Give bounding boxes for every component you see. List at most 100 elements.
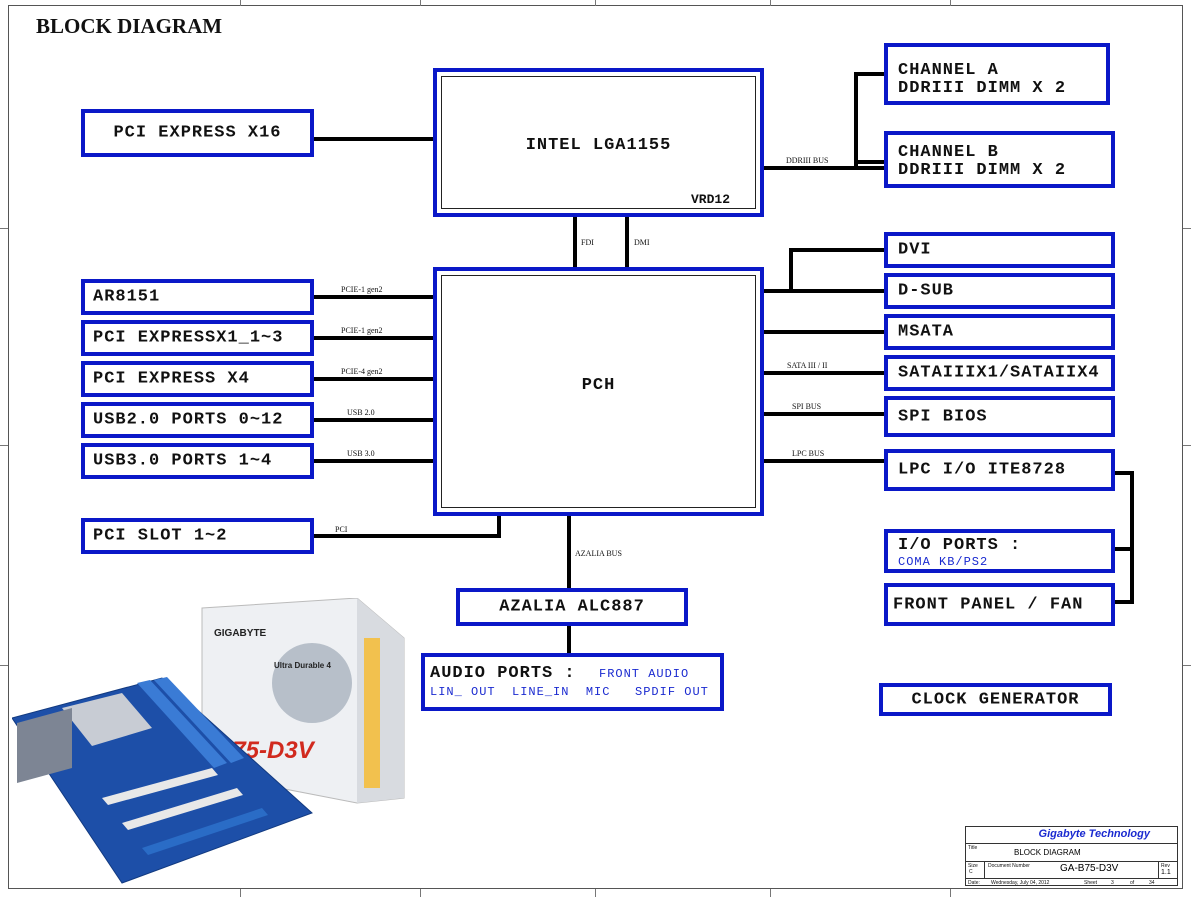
channel-b-box: CHANNEL B DDRIII DIMM X 2 (884, 131, 1115, 188)
frame-tick (950, 889, 951, 897)
box-side-stripe (364, 638, 380, 788)
ddr-link (762, 166, 888, 170)
dimm-slot-image (137, 680, 227, 768)
pcie16-link (312, 137, 436, 141)
dvi-link (789, 248, 888, 252)
frame-tick (0, 665, 8, 666)
dvi-box: DVI (884, 232, 1115, 268)
usb3-link (312, 459, 436, 463)
dimm-slot-image (154, 677, 244, 763)
pcie-x16-label: PCI EXPRESS X16 (113, 123, 282, 143)
azalia-label: AZALIA ALC887 (499, 597, 645, 617)
frame-tick (1183, 665, 1191, 666)
pcie4-link (312, 377, 436, 381)
sata-link (762, 371, 888, 375)
frame-tick (770, 889, 771, 897)
bus-label-fdi: FDI (581, 238, 594, 247)
msata-link (762, 330, 888, 334)
sheet-value: 3 (1111, 880, 1114, 886)
lpc-riser (1130, 471, 1134, 604)
io-ports-label: I/O PORTS : (898, 536, 1022, 555)
bus-label-usb2: USB 2.0 (347, 408, 375, 417)
bus-label-pci: PCI (335, 525, 348, 534)
rev-field-label: Rev (1161, 863, 1170, 869)
frame-tick (240, 0, 241, 6)
msata-box: MSATA (884, 314, 1115, 350)
frame-tick (595, 889, 596, 897)
channel-a-dimm: DDRIII DIMM X 2 (898, 79, 1067, 98)
date-value: Wednesday, July 04, 2012 (991, 880, 1050, 886)
spi-bios-label: SPI BIOS (898, 407, 988, 426)
frame-tick (420, 889, 421, 897)
pci-slot-box: PCI SLOT 1~2 (81, 518, 314, 554)
dsub-link (762, 289, 888, 293)
usb2-label: USB2.0 PORTS 0~12 (93, 410, 284, 430)
dsub-box: D-SUB (884, 273, 1115, 309)
of-field-label: of (1130, 880, 1135, 886)
sheet-field-label: Sheet (1084, 880, 1098, 886)
docnum-field-label: Document Number (988, 863, 1030, 869)
bus-label-azalia: AZALIA BUS (575, 549, 622, 558)
pcie-x4-box: PCI EXPRESS X4 (81, 361, 314, 397)
azalia-box: AZALIA ALC887 (456, 588, 688, 626)
ddr-b-stub (854, 160, 888, 164)
sheet-total: 34 (1149, 880, 1155, 886)
bus-label-x1: PCIE-1 gen2 (341, 326, 383, 335)
frame-tick (0, 445, 8, 446)
ddr-riser (854, 72, 858, 170)
pcie-x1-label: PCI EXPRESSX1_1~3 (93, 328, 284, 348)
pci-slot-image (122, 788, 243, 830)
io-ports-list: COMA KB/PS2 (898, 555, 989, 569)
audio-link (567, 623, 571, 655)
io-panel-image (17, 708, 72, 783)
channel-b-label: CHANNEL B (898, 143, 999, 162)
title-block-vline (1158, 861, 1159, 878)
pci-slot-image (102, 768, 218, 805)
diagram-title: BLOCK DIAGRAM (36, 14, 223, 38)
audio-front-label: FRONT AUDIO (599, 667, 690, 681)
lpc-link (762, 459, 888, 463)
spi-bios-box: SPI BIOS (884, 396, 1115, 437)
cpu-block: INTEL LGA1155 VRD12 (433, 68, 764, 217)
frame-tick (1183, 445, 1191, 446)
sata-box: SATAIIIX1/SATAIIX4 (884, 355, 1115, 391)
pch-block: PCH (433, 267, 764, 516)
frame-tick (240, 889, 241, 897)
document-number: GA-B75-D3V (1060, 863, 1119, 874)
clock-generator-label: CLOCK GENERATOR (911, 690, 1080, 709)
usb3-label: USB3.0 PORTS 1~4 (93, 451, 273, 471)
title-block-vline (984, 861, 985, 878)
ar8151-label: AR8151 (93, 287, 161, 307)
pcie-x4-label: PCI EXPRESS X4 (93, 369, 250, 389)
cpu-socket-image (62, 693, 152, 746)
product-brand: GIGABYTE (214, 628, 267, 639)
ultra-durable-badge (272, 643, 352, 723)
audio-ports-list: LIN_ OUT LINE_IN MIC SPDIF OUT (430, 685, 709, 699)
dvi-riser (789, 248, 793, 293)
sata-label: SATAIIIX1/SATAIIX4 (898, 363, 1100, 383)
pci-link-h (312, 534, 501, 538)
pch-label: PCH (581, 376, 616, 395)
frame-tick (420, 0, 421, 6)
usb2-box: USB2.0 PORTS 0~12 (81, 402, 314, 438)
io-ports-box: I/O PORTS : COMA KB/PS2 (884, 529, 1115, 573)
io-stub (1112, 547, 1134, 551)
bus-label-usb3: USB 3.0 (347, 449, 375, 458)
frame-tick (0, 228, 8, 229)
title-block-divider (966, 843, 1177, 844)
pcie1-link (312, 336, 436, 340)
azalia-link (567, 513, 571, 591)
cpu-vrd-label: VRD12 (690, 192, 730, 207)
revision-value: 1.1 (1161, 869, 1171, 876)
bus-label-lpc: LPC BUS (792, 449, 825, 458)
pcie-x16-box: PCI EXPRESS X16 (81, 109, 314, 157)
title-block-title: BLOCK DIAGRAM (1014, 848, 1081, 857)
date-field-label: Date: (968, 880, 980, 886)
usb2-link (312, 418, 436, 422)
ar8151-link (312, 295, 436, 299)
frame-tick (950, 0, 951, 6)
bus-label-x4: PCIE-4 gen2 (341, 367, 383, 376)
product-photo: GIGABYTE Ultra Durable 4 B75-D3V (12, 598, 405, 884)
lpc-io-label: LPC I/O ITE8728 (898, 460, 1067, 480)
